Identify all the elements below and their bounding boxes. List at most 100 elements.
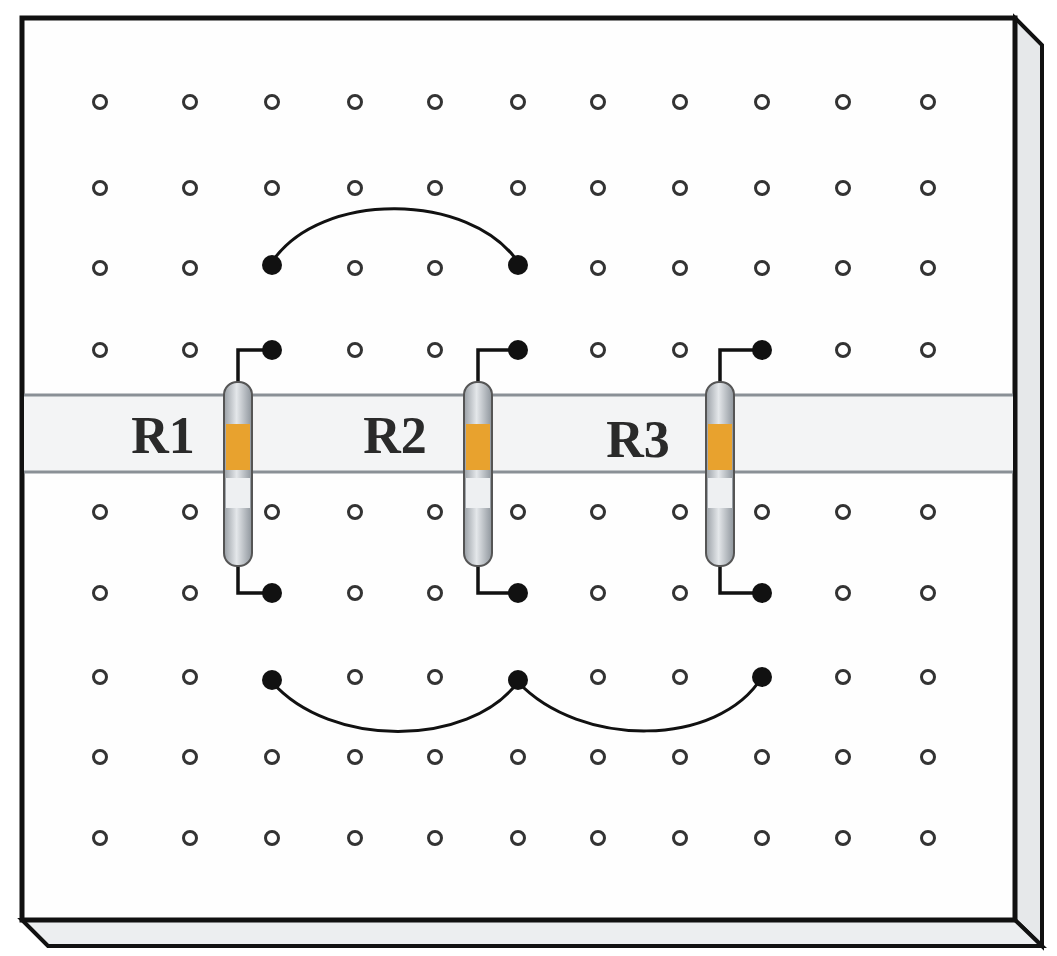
board-side: [1015, 18, 1042, 946]
contact-dot: [508, 583, 528, 603]
contact-dot: [262, 255, 282, 275]
hole: [674, 344, 687, 357]
hole: [837, 832, 850, 845]
resistor-symbol: [464, 382, 492, 566]
contact-dot: [752, 340, 772, 360]
hole: [184, 587, 197, 600]
hole: [429, 344, 442, 357]
hole: [94, 587, 107, 600]
part-label: R3: [604, 414, 672, 466]
hole: [674, 96, 687, 109]
resistor-band: [708, 478, 732, 508]
hole: [512, 96, 525, 109]
resistor-symbol: [224, 382, 252, 566]
hole: [184, 182, 197, 195]
hole: [837, 262, 850, 275]
contact-dot: [262, 340, 282, 360]
hole: [184, 832, 197, 845]
hole: [94, 832, 107, 845]
hole: [512, 751, 525, 764]
hole: [592, 262, 605, 275]
hole: [349, 262, 362, 275]
hole: [349, 96, 362, 109]
hole: [266, 182, 279, 195]
hole: [184, 671, 197, 684]
contact-dot: [262, 583, 282, 603]
hole: [349, 832, 362, 845]
hole: [94, 262, 107, 275]
resistor-band: [708, 424, 732, 470]
resistor-body: [706, 382, 734, 566]
hole: [429, 587, 442, 600]
hole: [922, 182, 935, 195]
resistor-band: [226, 424, 250, 470]
hole: [922, 96, 935, 109]
hole: [266, 506, 279, 519]
hole: [756, 182, 769, 195]
hole: [349, 182, 362, 195]
hole: [922, 587, 935, 600]
hole: [349, 671, 362, 684]
contact-dot: [508, 340, 528, 360]
hole: [184, 506, 197, 519]
resistor-symbol: [706, 382, 734, 566]
hole: [674, 751, 687, 764]
channel-edge: [24, 471, 1013, 474]
hole: [94, 344, 107, 357]
contact-dot: [508, 255, 528, 275]
hole: [756, 751, 769, 764]
hole: [674, 587, 687, 600]
resistor-leads: [238, 350, 762, 593]
hole: [674, 506, 687, 519]
part-label: R1: [129, 410, 197, 462]
hole: [922, 262, 935, 275]
hole: [922, 344, 935, 357]
hole: [429, 751, 442, 764]
hole: [837, 671, 850, 684]
hole: [184, 262, 197, 275]
hole: [837, 587, 850, 600]
hole: [592, 96, 605, 109]
hole: [592, 506, 605, 519]
hole: [592, 182, 605, 195]
hole: [429, 96, 442, 109]
part-label: R2: [361, 410, 429, 462]
hole: [429, 182, 442, 195]
resistor-band: [466, 478, 490, 508]
board-top: [22, 18, 1015, 920]
hole: [922, 506, 935, 519]
hole: [266, 96, 279, 109]
contact-dot: [752, 667, 772, 687]
hole: [94, 751, 107, 764]
hole: [94, 671, 107, 684]
channel-edge: [24, 394, 1013, 397]
jumper-wire: [272, 682, 518, 732]
hole: [266, 751, 279, 764]
hole: [756, 96, 769, 109]
hole: [922, 751, 935, 764]
center-channel: [24, 395, 1013, 472]
hole: [184, 751, 197, 764]
hole: [756, 506, 769, 519]
hole: [756, 832, 769, 845]
hole: [674, 262, 687, 275]
hole: [674, 671, 687, 684]
hole: [592, 751, 605, 764]
contact-dot: [262, 670, 282, 690]
resistor-band: [466, 424, 490, 470]
hole: [837, 506, 850, 519]
hole: [837, 751, 850, 764]
hole: [349, 587, 362, 600]
hole: [756, 262, 769, 275]
jumper-wire: [272, 209, 518, 262]
hole: [674, 832, 687, 845]
hole: [837, 182, 850, 195]
hole: [184, 344, 197, 357]
contact-dot: [752, 583, 772, 603]
hole: [592, 671, 605, 684]
hole: [512, 506, 525, 519]
wires: [272, 209, 762, 732]
hole: [429, 671, 442, 684]
